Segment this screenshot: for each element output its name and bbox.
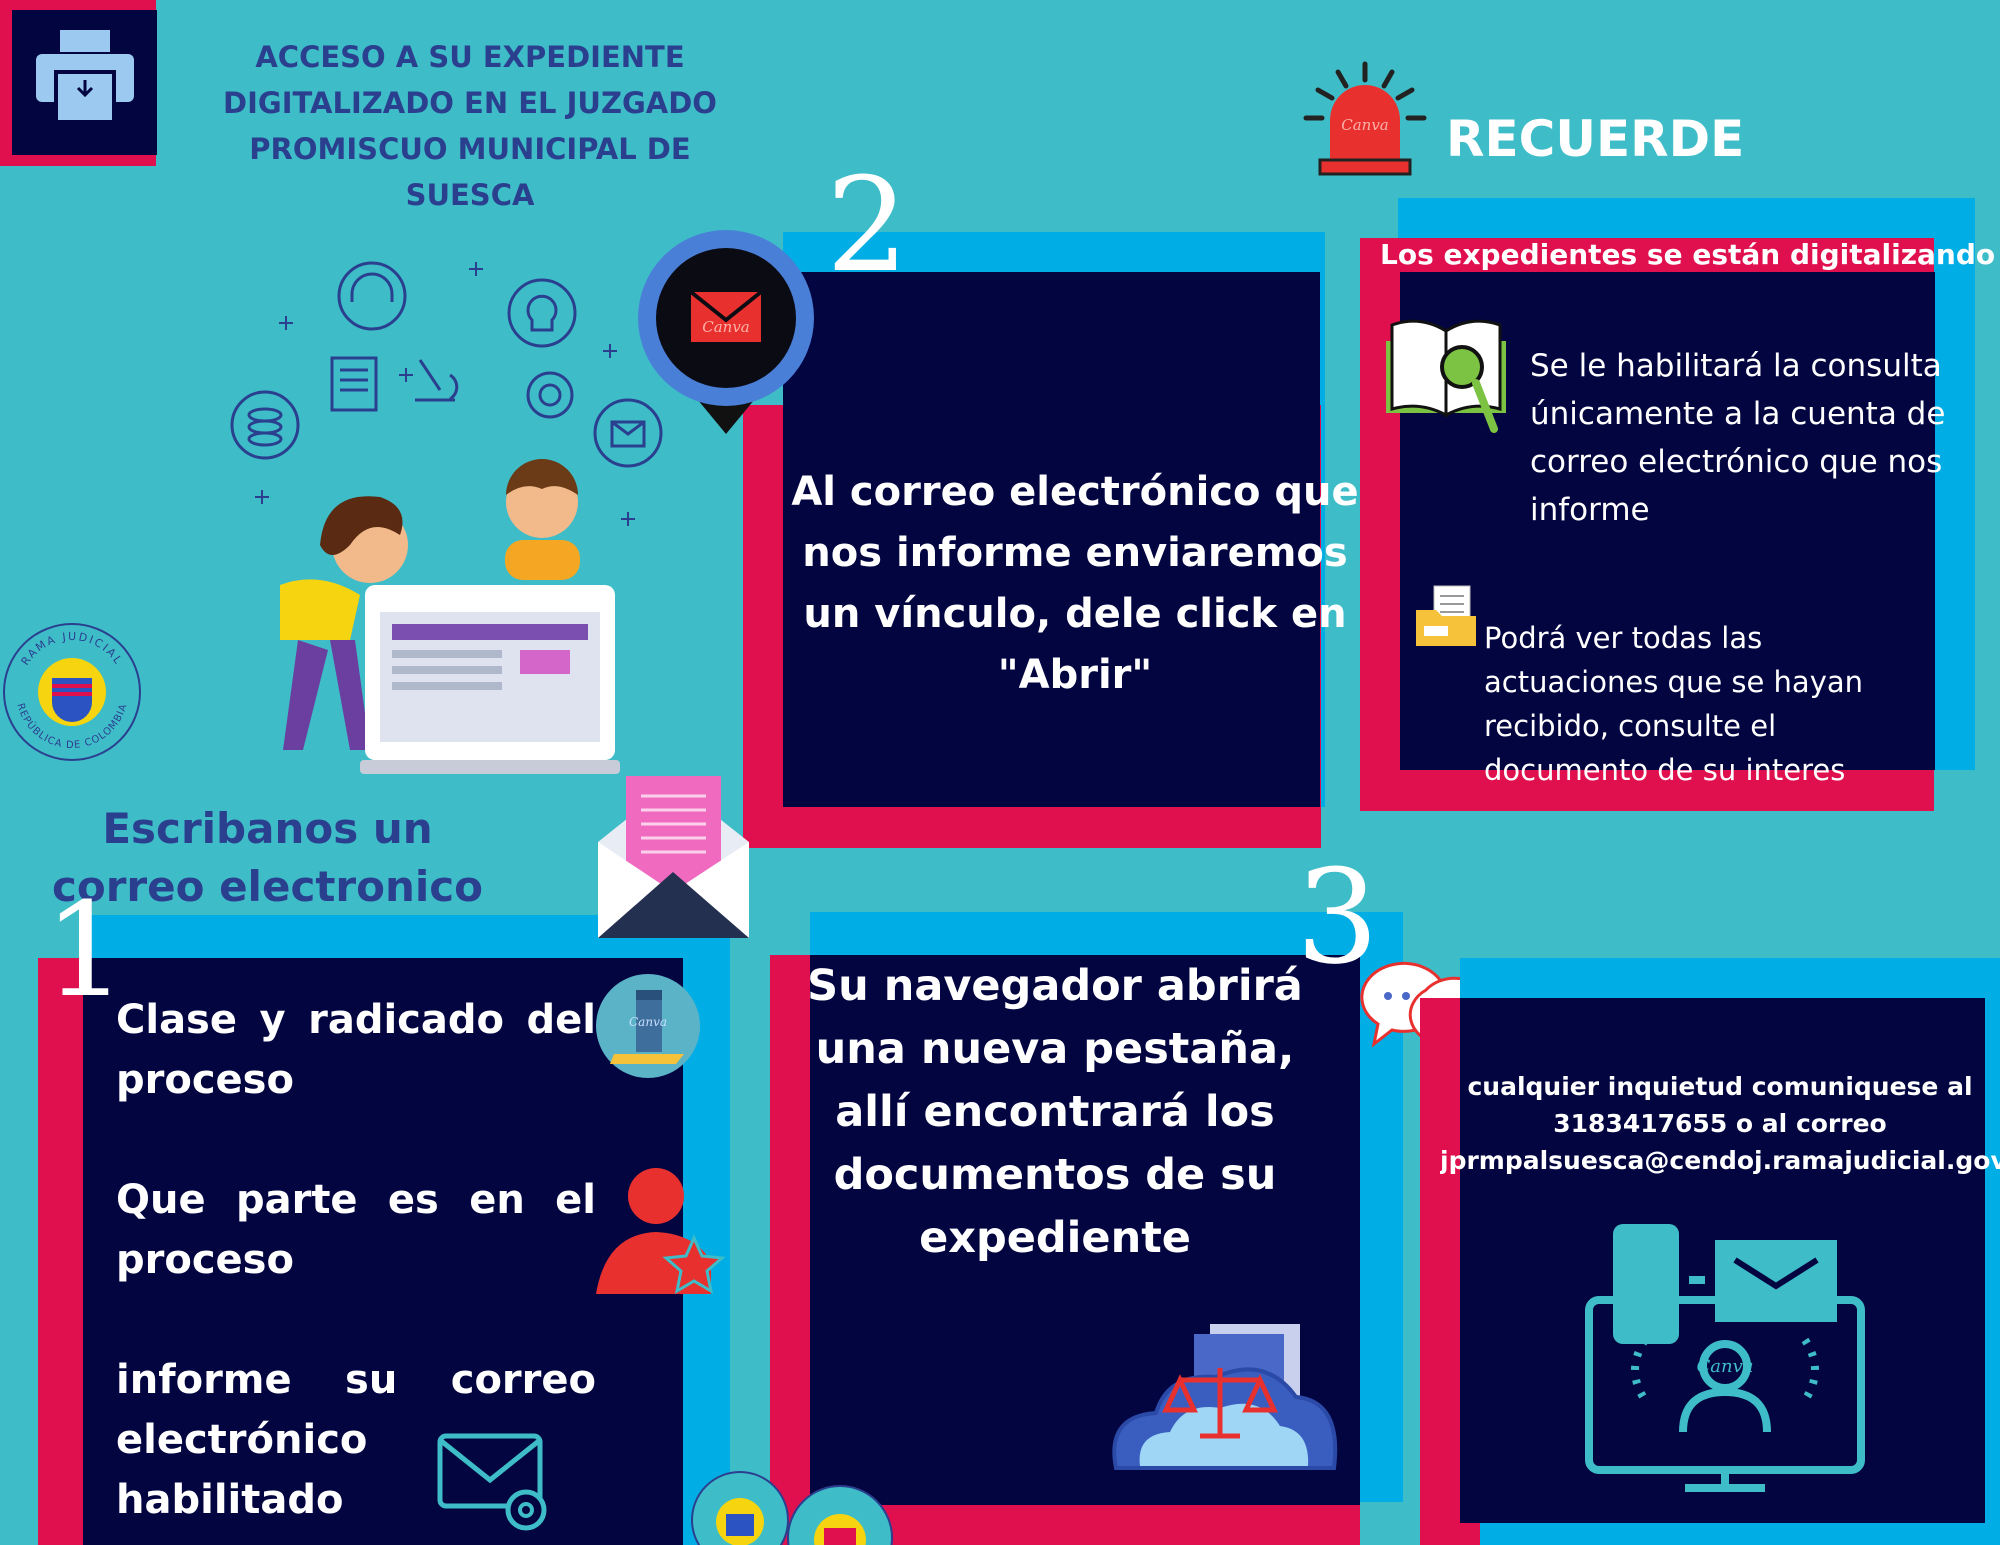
cloud-law-icon (1112, 1324, 1338, 1470)
step1-item-3: informe su correo electrónico habilitado (116, 1357, 596, 1523)
step1-card (83, 958, 683, 1545)
svg-text:Canva: Canva (702, 318, 750, 336)
contact-email[interactable]: jprmpalsuesca@cendoj.ramajudicial.gov.co (1440, 1146, 2000, 1175)
svg-text:Canva: Canva (1697, 1356, 1754, 1377)
envelope-letter-icon (598, 776, 749, 938)
step3-number: 3 (1296, 841, 1379, 993)
kids-computer-illustration (230, 261, 663, 774)
printer-logo (0, 0, 160, 166)
coins-icon (230, 390, 300, 460)
email-at-icon (437, 1433, 547, 1531)
devices-contact-icon: Canva (1585, 1224, 1865, 1492)
mail-icon (593, 398, 663, 468)
step1-title: Escribanos un correo electronico (51, 804, 484, 911)
step2-card (783, 272, 1320, 807)
contact-line-2: 3183417655 o al correo (1553, 1109, 1887, 1138)
binder-icon: Canva (596, 974, 700, 1078)
contact-line-1: cualquier inquietud comuniquese al (1467, 1072, 1973, 1101)
microscope-icon (415, 359, 459, 402)
step1-number: 1 (44, 874, 127, 1026)
folder-icon (1416, 585, 1476, 646)
contact-text: cualquier inquietud comuniquese al 31834… (1440, 1068, 2000, 1179)
bulb-icon (507, 278, 577, 348)
seal-logo-bottom-2 (787, 1485, 893, 1545)
headphones-icon (337, 261, 407, 331)
book-search-icon (1386, 319, 1506, 433)
seal-logo: RAMA JUDICIAL REPÚBLICA DE COLOMBIA (3, 623, 141, 761)
page-title: ACCESO A SU EXPEDIENTE DIGITALIZADO EN E… (223, 40, 717, 212)
svg-text:Canva: Canva (1341, 116, 1389, 134)
alarm-light-icon: Canva (1303, 61, 1427, 176)
step1-item-2: Que parte es en el proceso (116, 1177, 596, 1283)
recuerde-item-1: Se le habilitará la consulta únicamente … (1530, 348, 1946, 528)
step3-text: Su navegador abrirá una nueva pestaña, a… (807, 961, 1303, 1263)
step2-number: 2 (826, 149, 909, 301)
target-icon (526, 371, 574, 419)
step2-text: Al correo electrónico que nos informe en… (791, 469, 1359, 698)
recuerde-label: RECUERDE (1446, 110, 1745, 168)
seal-logo-bottom-1 (691, 1471, 789, 1545)
docs-icon (330, 356, 378, 412)
recuerde-heading: Los expedientes se están digitalizando (1380, 238, 1996, 271)
user-star-icon (596, 1168, 726, 1294)
printer-icon (36, 30, 134, 124)
step1-item-1: Clase y radicado del proceso (116, 997, 596, 1103)
svg-text:Canva: Canva (629, 1015, 667, 1029)
mail-pin-icon: Canva (638, 230, 814, 434)
recuerde-item-2: Podrá ver todas las actuaciones que se h… (1484, 621, 1864, 787)
